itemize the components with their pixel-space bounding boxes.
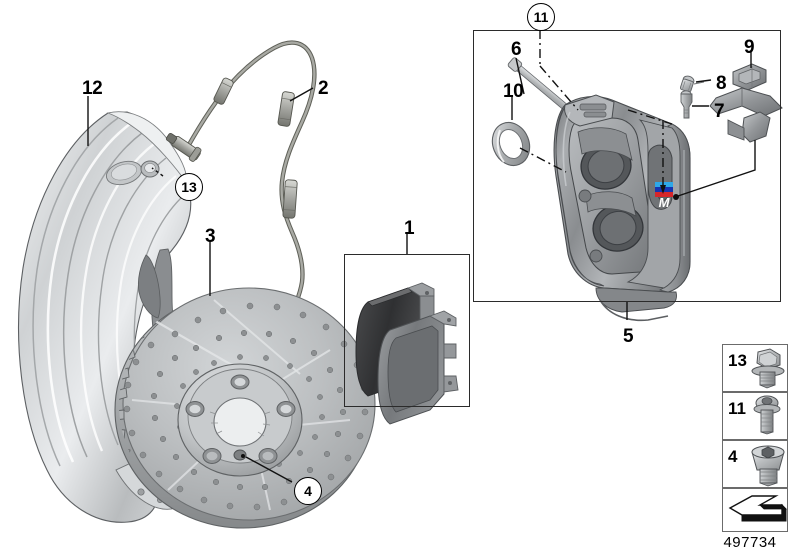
legend-number-4: 4 — [728, 447, 738, 466]
leader-lines — [87, 30, 756, 483]
legend-icon-countersunk-socket-screw — [751, 445, 785, 487]
group-box-brake-pad-set — [344, 254, 470, 407]
callout-11-caliper-screw: 11 — [527, 3, 555, 31]
leader-9-b — [677, 140, 756, 197]
svg-text:M: M — [659, 195, 671, 210]
leader-4 — [245, 456, 293, 483]
leader-13 — [151, 167, 164, 177]
callout-4-rotor: 4 — [294, 477, 322, 505]
legend-icon-hex-flange-bolt — [751, 348, 785, 389]
leader-10-b — [519, 147, 567, 173]
group-box-caliper-assembly — [473, 30, 781, 302]
callout-6: 6 — [511, 39, 522, 60]
diagram-id-number: 497734 — [723, 534, 777, 551]
leader-2 — [289, 87, 314, 102]
part-bleeder-screw — [680, 90, 693, 119]
callout-1: 1 — [404, 218, 415, 239]
callout-8: 8 — [716, 73, 727, 94]
callout-2: 2 — [318, 78, 329, 99]
leader-6 — [515, 57, 525, 95]
leader-7-ref — [627, 109, 673, 125]
part-bleeder-valve-cap — [679, 75, 705, 93]
callout-12: 12 — [82, 78, 103, 99]
legend-number-13: 13 — [728, 351, 747, 370]
callout-3: 3 — [205, 226, 216, 247]
legend-icon-forward-direction-arrow — [728, 495, 787, 522]
legend-cell-11 — [722, 392, 788, 440]
part-brake-disc-rotor — [114, 287, 376, 529]
leader-8 — [695, 79, 712, 83]
part-brake-caliper-assembly: M — [491, 57, 783, 322]
callout-9: 9 — [744, 37, 755, 58]
part-brake-pad-set — [355, 282, 459, 425]
callout-5: 5 — [623, 326, 634, 347]
part-sealing-ring — [491, 121, 531, 167]
callout-10: 10 — [503, 81, 524, 102]
legend-number-11: 11 — [728, 399, 746, 418]
callout-13-shield: 13 — [175, 173, 203, 201]
legend-icon-torx-pan-head-screw — [753, 395, 781, 435]
part-pad-retaining-spring — [709, 63, 783, 143]
callout-7: 7 — [714, 101, 725, 122]
